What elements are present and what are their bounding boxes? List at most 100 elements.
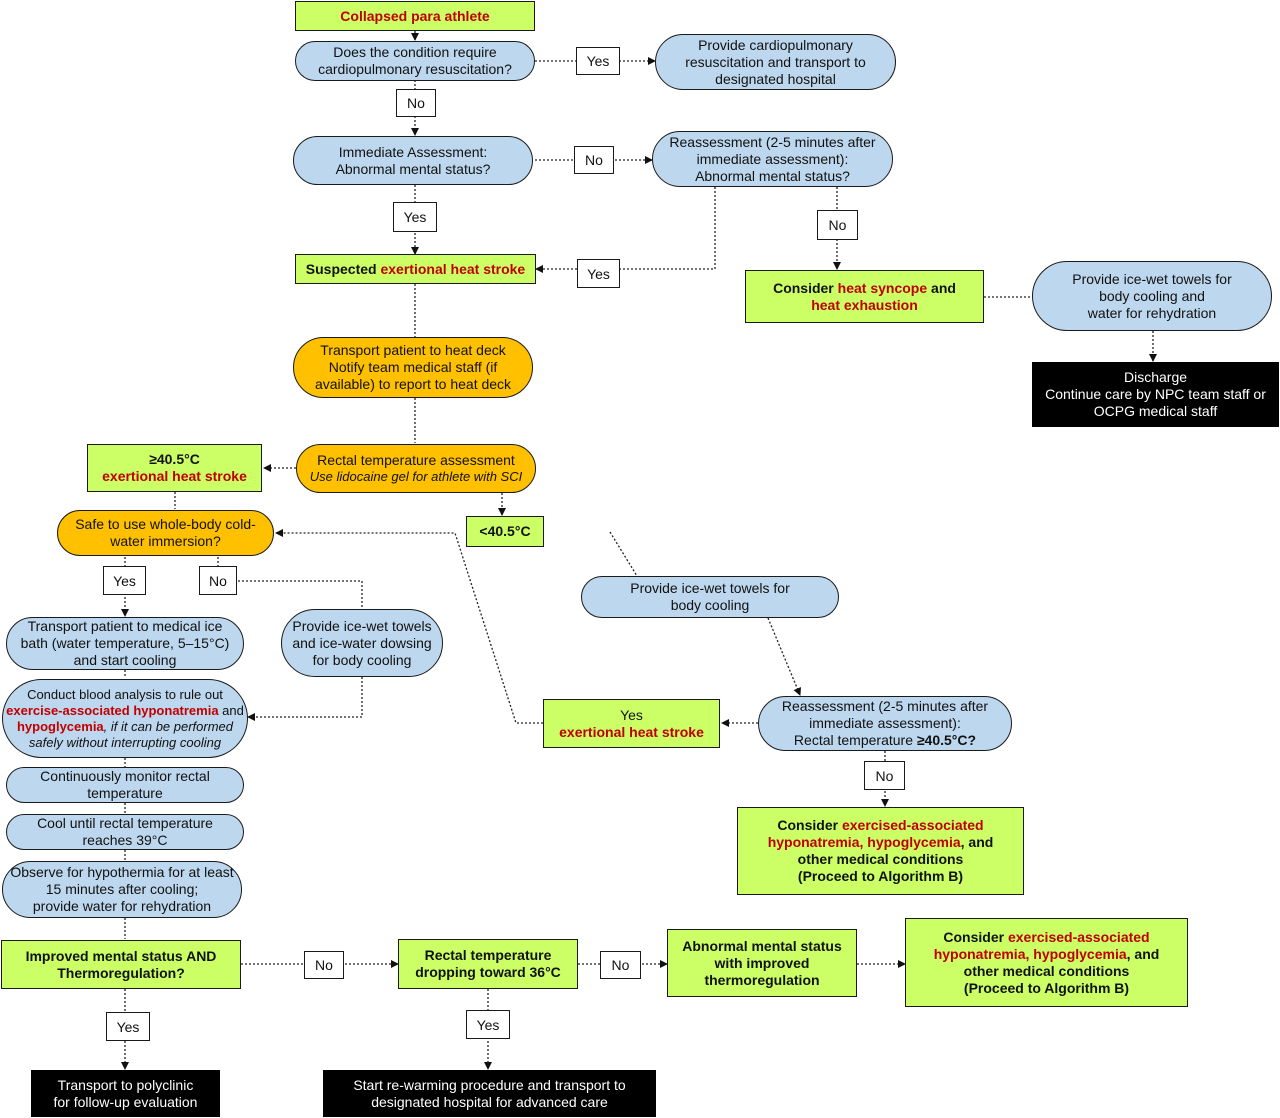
consider-eah-2-red1: exercised-associated — [1007, 928, 1150, 945]
cool-until-line2: reaches 39°C — [82, 832, 168, 848]
consider-eah-2-node: Consider exercised-associated hyponatrem… — [905, 918, 1188, 1007]
consider-eah-1-post: , and — [960, 834, 994, 850]
safe-cwi-node: Safe to use whole-body cold- water immer… — [57, 510, 274, 556]
rectal-assessment-node: Rectal temperature assessment Use lidoca… — [296, 444, 536, 493]
improved-line2: Thermoregulation? — [57, 964, 185, 981]
ice-bath-line3: and start cooling — [73, 652, 177, 668]
towels-dousing-node: Provide ice-wet towels and ice-water dow… — [281, 609, 443, 677]
towels-rehydration-node: Provide ice-wet towels for body cooling … — [1032, 261, 1272, 331]
ge-40-5-red: exertional heat stroke — [102, 468, 247, 484]
towels-rehydration-line1: Provide ice-wet towels for — [1072, 270, 1232, 287]
consider-eah-2-red2: hyponatremia, hypoglycemia — [933, 945, 1127, 962]
ge-40-5-node: ≥40.5°C exertional heat stroke — [87, 444, 262, 492]
abnormal-improved-line2: with improved — [714, 954, 810, 971]
safe-cwi-line1: Safe to use whole-body cold- — [75, 516, 256, 532]
blood-analysis-and: and — [218, 702, 244, 718]
transport-heat-deck-line3: available) to report to heat deck — [314, 376, 512, 392]
cpr-question-line1: Does the condition require — [333, 44, 497, 60]
transport-polyclinic-line1: Transport to polyclinic — [57, 1076, 194, 1093]
reassessment-yes-label: Yes — [577, 259, 620, 288]
transport-heat-deck-node: Transport patient to heat deck Notify te… — [293, 337, 533, 398]
yes-ehs-line1: Yes — [620, 706, 643, 723]
link-yes-ehs-safe — [275, 529, 543, 724]
link-safe-no-dousing — [217, 557, 363, 608]
ice-bath-line2: bath (water temperature, 5–15°C) — [20, 635, 230, 651]
transport-heat-deck-line1: Transport patient to heat deck — [320, 342, 506, 358]
immediate-assessment-line1: Immediate Assessment: — [338, 143, 488, 160]
suspected-ehs-red: exertional heat stroke — [380, 260, 526, 277]
lt-40-5-line1: <40.5°C — [479, 523, 531, 539]
blood-analysis-line4: safely without interrupting cooling — [28, 734, 222, 750]
consider-eah-1-line3: other medical conditions — [797, 851, 964, 867]
provide-cpr-line2: resuscitation and transport to — [685, 53, 866, 70]
consider-syncope-pre: Consider — [773, 279, 838, 296]
towels-cooling-node: Provide ice-wet towels for body cooling — [581, 576, 839, 618]
consider-eah-2-line3: other medical conditions — [963, 962, 1130, 979]
provide-cpr-node: Provide cardiopulmonary resuscitation an… — [655, 34, 896, 90]
rectal-assessment-line1: Rectal temperature assessment — [317, 452, 515, 468]
reassessment-rectal-line1: Reassessment (2-5 minutes after — [781, 698, 989, 714]
consider-eah-2-pre: Consider — [943, 928, 1008, 945]
reassessment-mental-line2: immediate assessment): — [696, 150, 849, 167]
link-reassessment-suspected — [535, 187, 716, 273]
abnormal-improved-line3: thermoregulation — [704, 971, 820, 988]
ice-bath-node: Transport patient to medical ice bath (w… — [6, 617, 244, 670]
cpr-yes-label: Yes — [576, 47, 620, 75]
towels-dousing-line3: for body cooling — [312, 651, 412, 668]
provide-cpr-line1: Provide cardiopulmonary — [698, 36, 853, 53]
rectal-dropping-node: Rectal temperature dropping toward 36°C — [398, 939, 578, 989]
consider-eah-2-post: , and — [1126, 945, 1160, 962]
link-towels-reassessment — [767, 617, 802, 696]
consider-eah-1-line4: (Proceed to Algorithm B) — [797, 868, 964, 884]
consider-syncope-node: Consider heat syncope and heat exhaustio… — [745, 270, 984, 323]
towels-dousing-line2: and ice-water dowsing — [292, 634, 432, 651]
immediate-yes-label: Yes — [393, 202, 437, 232]
dropping-yes-label: Yes — [466, 1010, 510, 1039]
link-lt-towels — [609, 531, 638, 577]
improved-yes-label: Yes — [106, 1012, 150, 1041]
improved-no-label: No — [304, 951, 344, 979]
link-dousing-blood — [247, 677, 363, 721]
observe-node: Observe for hypothermia for at least 15 … — [2, 861, 242, 918]
reassessment-mental-line3: Abnormal mental status? — [695, 167, 850, 184]
discharge-line2: Continue care by NPC team staff or — [1045, 386, 1266, 402]
collapsed-text: Collapsed para athlete — [340, 7, 490, 24]
towels-cooling-line2: body cooling — [670, 597, 750, 613]
observe-line3: provide water for rehydration — [32, 898, 212, 914]
discharge-line3: OCPG medical staff — [1093, 403, 1218, 419]
safe-yes-label: Yes — [103, 566, 146, 595]
rewarming-line2: designated hospital for advanced care — [371, 1093, 608, 1110]
reassessment-rectal-no-label: No — [864, 761, 905, 790]
reassessment-rectal-line2: immediate assessment): — [809, 715, 961, 731]
reassessment-rectal-line3b: ≥40.5°C? — [916, 732, 977, 748]
improved-line1: Improved mental status AND — [25, 947, 217, 964]
immediate-no-label: No — [574, 146, 614, 174]
blood-analysis-red2: hypoglycemia — [16, 718, 104, 734]
immediate-assessment-line2: Abnormal mental status? — [335, 160, 491, 177]
reassessment-mental-node: Reassessment (2-5 minutes after immediat… — [652, 131, 893, 187]
rewarming-line1: Start re-warming procedure and transport… — [353, 1076, 626, 1093]
consider-syncope-red2: heat exhaustion — [811, 296, 918, 313]
yes-ehs-node: Yes exertional heat stroke — [543, 699, 720, 748]
immediate-assessment-node: Immediate Assessment: Abnormal mental st… — [293, 136, 533, 185]
rectal-assessment-line2: Use lidocaine gel for athlete with SCI — [309, 469, 523, 484]
reassessment-rectal-line3a: Rectal temperature — [793, 732, 917, 748]
blood-analysis-line1: Conduct blood analysis to rule out — [27, 686, 223, 702]
discharge-line1: Discharge — [1123, 369, 1188, 385]
rewarming-node: Start re-warming procedure and transport… — [323, 1070, 656, 1117]
transport-heat-deck-line2: Notify team medical staff (if — [328, 359, 498, 375]
reassessment-mental-line1: Reassessment (2-5 minutes after — [669, 133, 876, 150]
cool-until-node: Cool until rectal temperature reaches 39… — [6, 814, 244, 850]
cpr-question-line2: cardiopulmonary resuscitation? — [318, 61, 512, 77]
ice-bath-line1: Transport patient to medical ice — [27, 618, 223, 634]
blood-analysis-node: Conduct blood analysis to rule out exerc… — [2, 679, 248, 758]
safe-no-label: No — [199, 566, 237, 595]
abnormal-improved-node: Abnormal mental status with improved the… — [667, 929, 857, 997]
cool-until-line1: Cool until rectal temperature — [37, 815, 213, 831]
safe-cwi-line2: water immersion? — [110, 533, 221, 549]
rectal-dropping-line1: Rectal temperature — [424, 947, 552, 963]
blood-analysis-red1: exercise-associated hyponatremia — [6, 702, 219, 718]
consider-eah-1-red2: hyponatremia, hypoglycemia — [767, 834, 961, 850]
blood-analysis-if: , if it can be performed — [103, 718, 234, 734]
